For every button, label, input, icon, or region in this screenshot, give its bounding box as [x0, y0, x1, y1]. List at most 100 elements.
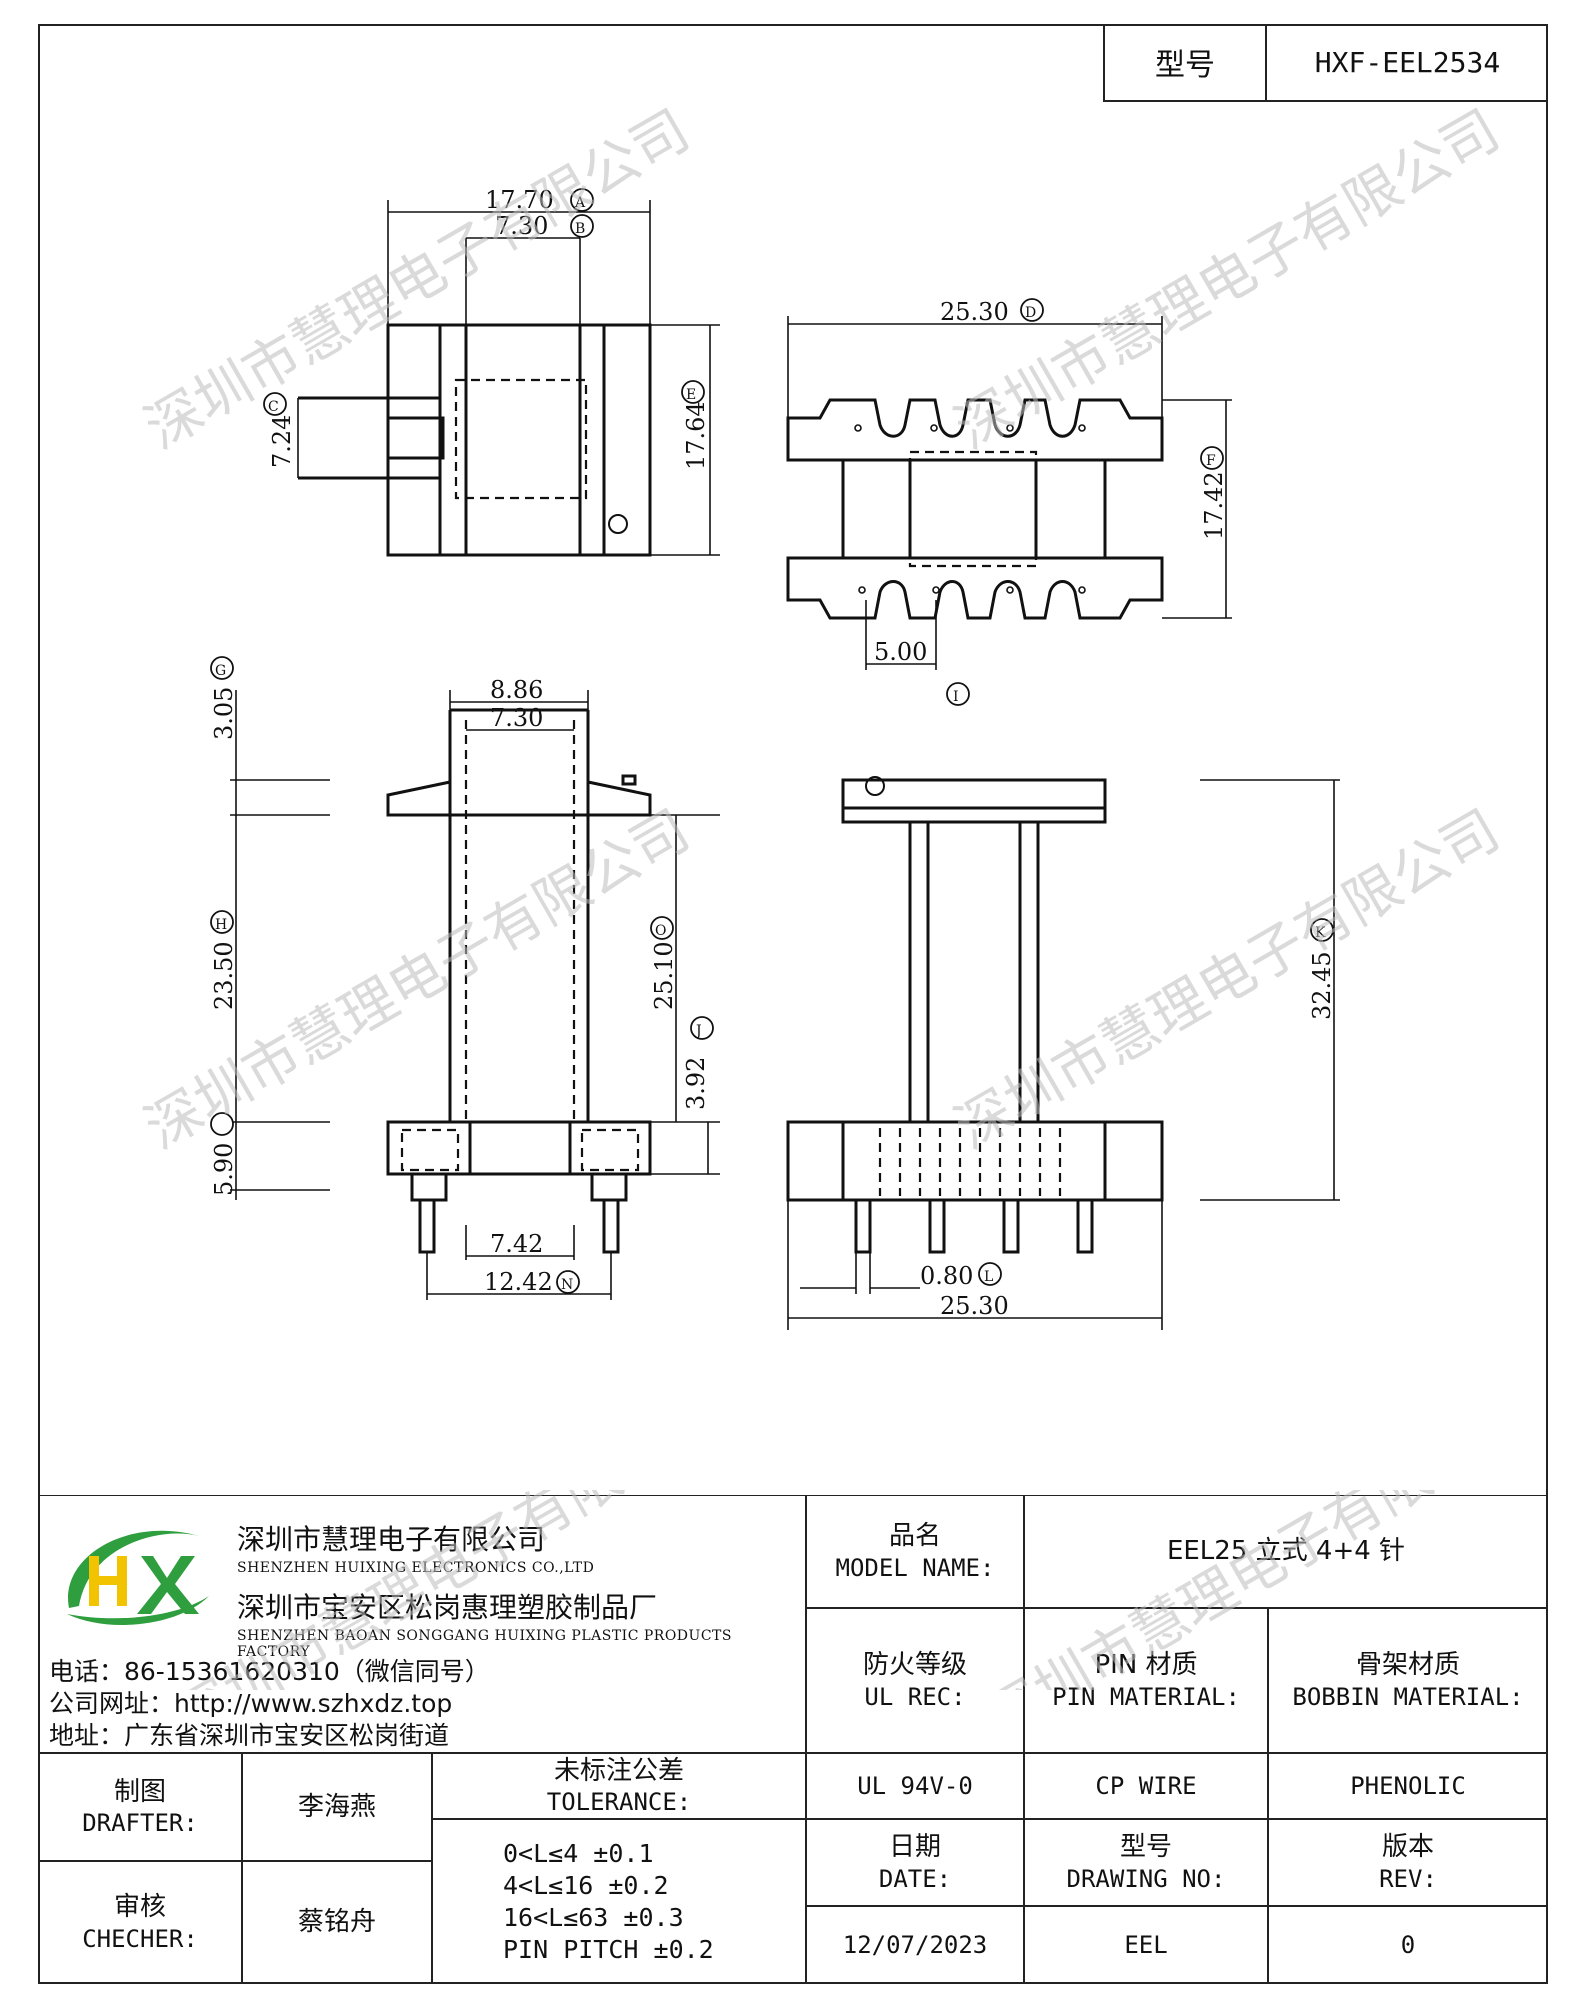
- bobbin-material-value-cell: PHENOLIC: [1268, 1753, 1548, 1819]
- dim-side-base: 5.90: [210, 1143, 238, 1196]
- pin-material-label-cell: PIN 材质 PIN MATERIAL:: [1024, 1608, 1268, 1753]
- date-en: DATE:: [878, 1864, 952, 1893]
- rev-value: 0: [1400, 1931, 1416, 1959]
- company-name-cn-1: 深圳市慧理电子有限公司: [237, 1523, 546, 1556]
- ul-value-cell: UL 94V-0: [806, 1753, 1024, 1819]
- ul-value: UL 94V-0: [857, 1772, 973, 1800]
- bottom-left-view: 8.86 7.30 3.05 G 23.50 H 5.90 25.10 O 3.…: [210, 656, 720, 1300]
- model-name-value: EEL25 立式 4+4 针: [1166, 1536, 1406, 1567]
- dim-pin-dia: 0.80: [920, 1262, 973, 1290]
- tolerance-cn: 未标注公差: [553, 1755, 684, 1786]
- dim-b-label: B: [575, 221, 585, 237]
- company-info: 深圳市慧理电子有限公司 SHENZHEN HUIXING ELECTRONICS…: [38, 1495, 806, 1753]
- watermark-1: 深圳市慧理电子有限公司: [135, 98, 701, 462]
- date-label-cell: 日期 DATE:: [806, 1819, 1024, 1906]
- company-website: 公司网址：http://www.szhxdz.top: [49, 1689, 453, 1718]
- company-address: 地址：广东省深圳市宝安区松岗街道: [49, 1721, 450, 1750]
- pin-material-value: CP WIRE: [1095, 1772, 1197, 1800]
- dim-a-value: 17.70: [485, 186, 554, 214]
- drawing-no-label-cell: 型号 DRAWING NO:: [1024, 1819, 1268, 1906]
- checker-label-cell: 审核 CHECHER:: [38, 1861, 242, 1984]
- dim-n-label: N: [561, 1277, 573, 1293]
- dim-side-j: 3.92: [682, 1057, 710, 1110]
- bobbin-material-label-cell: 骨架材质 BOBBIN MATERIAL:: [1268, 1608, 1548, 1753]
- dim-side-w2: 7.30: [490, 704, 543, 732]
- company-phone: 电话：86-15361620310（微信同号）: [49, 1657, 490, 1686]
- dim-c-value: 7.24: [268, 415, 296, 468]
- drafter-cn: 制图: [113, 1776, 166, 1807]
- dim-d-label: D: [1025, 305, 1036, 321]
- dim-f-value: 17.42: [1200, 471, 1228, 540]
- dim-c-label: C: [268, 399, 279, 415]
- checker-name: 蔡铭舟: [297, 1907, 376, 1938]
- company-name-cn-2: 深圳市宝安区松岗惠理塑胶制品厂: [237, 1591, 658, 1624]
- watermarks: 深圳市慧理电子有限公司 深圳市慧理电子有限公司 深圳市慧理电子有限公司 深圳市慧…: [135, 98, 1511, 1162]
- drafter-name-cell: 李海燕: [242, 1753, 432, 1861]
- rev-cn: 版本: [1381, 1832, 1434, 1863]
- dim-l-label: L: [984, 1269, 993, 1285]
- dim-j-label: J: [694, 1023, 702, 1039]
- date-cn: 日期: [888, 1832, 941, 1863]
- dim-front-width: 25.30: [940, 1292, 1009, 1320]
- ul-cn: 防火等级: [862, 1650, 967, 1681]
- dim-o-label: O: [655, 923, 666, 939]
- checker-name-cell: 蔡铭舟: [242, 1861, 432, 1984]
- tolerance-en: TOLERANCE:: [546, 1788, 692, 1817]
- tolerance-2: 4<L≤16 ±0.2: [503, 1870, 669, 1900]
- model-header-label: 型号: [1105, 24, 1267, 100]
- watermark-5: 深圳市慧理电子有限公司: [165, 1490, 731, 1690]
- drafter-name: 李海燕: [297, 1791, 376, 1822]
- dim-b-value: 7.30: [495, 212, 548, 240]
- dim-e-label: E: [686, 387, 696, 403]
- pin-material-value-cell: CP WIRE: [1024, 1753, 1268, 1819]
- title-block: 深圳市慧理电子有限公司 SHENZHEN HUIXING ELECTRONICS…: [38, 1495, 1548, 1984]
- bobbin-material-value: PHENOLIC: [1350, 1772, 1466, 1800]
- bobbin-material-en: BOBBIN MATERIAL:: [1292, 1682, 1524, 1711]
- drawing-no-value: EEL: [1124, 1931, 1168, 1959]
- dim-a-label: A: [574, 195, 586, 211]
- drafter-en: DRAFTER:: [82, 1809, 198, 1838]
- rev-value-cell: 0: [1268, 1906, 1548, 1984]
- bottom-right-view: 32.45 K 0.80 L 25.30: [786, 776, 1340, 1330]
- drawing-no-en: DRAWING NO:: [1066, 1864, 1226, 1893]
- dim-h-label: H: [215, 917, 227, 933]
- rev-en: REV:: [1379, 1864, 1437, 1893]
- checker-en: CHECHER:: [82, 1924, 198, 1953]
- titleblock-watermarks: 深圳市慧理电子有限公司 深圳市慧理电子有限公司: [165, 1490, 1541, 1690]
- rev-label-cell: 版本 REV:: [1268, 1819, 1548, 1906]
- model-header-box: 型号 HXF-EEL2534: [1103, 24, 1548, 102]
- dim-d-value: 25.30: [940, 298, 1009, 326]
- dim-front-total: 32.45: [1308, 951, 1336, 1020]
- technical-drawing: 17.70 A 7.30 B 7.24 C 17.64 E: [135, 98, 1511, 1330]
- dim-g-label: G: [215, 663, 226, 679]
- model-name-label-cell: 品名 MODEL NAME:: [806, 1495, 1024, 1608]
- hx-logo-icon: [67, 1530, 209, 1626]
- model-name-cn: 品名: [888, 1521, 941, 1552]
- company-name-en-2: SHENZHEN BAOAN SONGGANG HUIXING PLASTIC …: [237, 1628, 732, 1660]
- tolerance-values-cell: 0<L≤4 ±0.1 4<L≤16 ±0.2 16<L≤63 ±0.3 PIN …: [432, 1819, 806, 1984]
- watermark-4: 深圳市慧理电子有限公司: [945, 798, 1511, 1162]
- dim-k-label: K: [1315, 925, 1326, 941]
- watermark-6: 深圳市慧理电子有限公司: [975, 1490, 1541, 1690]
- pin-material-cn: PIN 材质: [1094, 1650, 1198, 1681]
- date-value-cell: 12/07/2023: [806, 1906, 1024, 1984]
- drawing-no-value-cell: EEL: [1024, 1906, 1268, 1984]
- bobbin-material-cn: 骨架材质: [1355, 1650, 1460, 1681]
- dim-side-top: 3.05: [210, 687, 238, 740]
- tolerance-1: 0<L≤4 ±0.1: [503, 1838, 654, 1868]
- dim-side-h: 23.50: [210, 941, 238, 1010]
- model-header-value: HXF-EEL2534: [1314, 45, 1501, 79]
- date-value: 12/07/2023: [842, 1931, 988, 1959]
- drafter-label-cell: 制图 DRAFTER:: [38, 1753, 242, 1861]
- dim-pitch-value: 5.00: [874, 638, 927, 666]
- checker-cn: 审核: [113, 1892, 166, 1923]
- dim-side-inner: 25.10: [650, 941, 678, 1010]
- watermark-2: 深圳市慧理电子有限公司: [945, 98, 1511, 462]
- tolerance-4: PIN PITCH ±0.2: [503, 1934, 714, 1964]
- dim-f-label: F: [1206, 453, 1216, 469]
- model-name-value-cell: EEL25 立式 4+4 针: [1024, 1495, 1548, 1608]
- dim-pin-outer: 12.42: [484, 1268, 553, 1296]
- top-right-view: 25.30 D 17.42 F 5.00 I: [786, 298, 1232, 706]
- tolerance-label-cell: 未标注公差 TOLERANCE:: [432, 1753, 806, 1819]
- tolerance-3: 16<L≤63 ±0.3: [503, 1902, 684, 1932]
